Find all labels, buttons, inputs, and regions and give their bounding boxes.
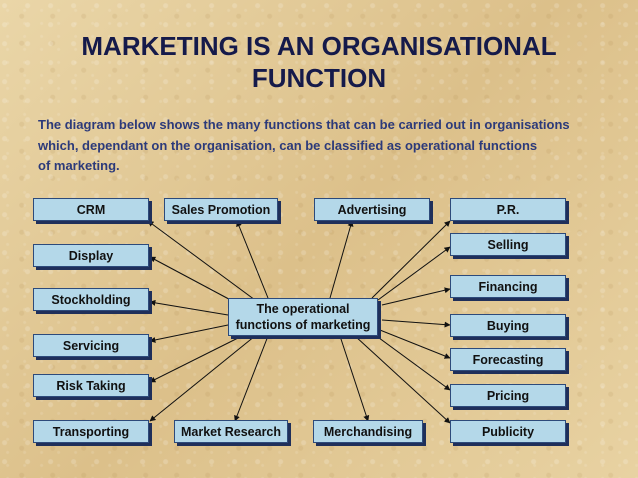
box-market-research: Market Research: [174, 420, 288, 443]
arrow-to-buying: [381, 319, 451, 328]
arrow-to-sales-promotion: [236, 220, 269, 299]
box-risk-taking: Risk Taking: [33, 374, 149, 397]
box-publicity: Publicity: [450, 420, 566, 443]
arrow-to-financing: [381, 287, 451, 306]
arrow-to-forecasting: [379, 329, 451, 359]
center-line-1: The operational: [256, 302, 350, 316]
box-selling: Selling: [450, 233, 566, 256]
box-pricing: Pricing: [450, 384, 566, 407]
arrow-to-advertising: [329, 220, 354, 299]
box-crm: CRM: [33, 198, 149, 221]
box-transporting: Transporting: [33, 420, 149, 443]
arrow-to-publicity: [354, 335, 451, 424]
arrow-to-pricing: [374, 334, 451, 391]
arrow-to-pr: [371, 220, 451, 299]
arrow-to-servicing: [149, 324, 229, 343]
box-display: Display: [33, 244, 149, 267]
box-advertising: Advertising: [314, 198, 430, 221]
box-buying: Buying: [450, 314, 566, 337]
center-line-2: functions of marketing: [235, 318, 371, 332]
arrow-to-transporting: [149, 335, 256, 422]
arrow-to-risk-taking: [149, 335, 243, 383]
box-forecasting: Forecasting: [450, 348, 566, 371]
title-line-1: MARKETING IS AN ORGANISATIONAL: [81, 31, 557, 61]
arrow-to-merchandising: [339, 335, 370, 422]
title-line-2: FUNCTION: [251, 63, 387, 93]
arrow-to-display: [149, 256, 241, 306]
box-sales-promotion: Sales Promotion: [164, 198, 278, 221]
arrow-to-selling: [377, 246, 451, 301]
box-center-operational-functions: The operational functions of marketing: [228, 298, 378, 336]
intro-paragraph: The diagram below shows the many functio…: [38, 117, 570, 173]
arrow-to-market-research: [234, 335, 269, 422]
page-title: MARKETING IS AN ORGANISATIONAL FUNCTION: [0, 30, 638, 94]
box-stockholding: Stockholding: [33, 288, 149, 311]
arrow-to-stockholding: [149, 299, 229, 316]
box-financing: Financing: [450, 275, 566, 298]
box-merchandising: Merchandising: [313, 420, 423, 443]
box-servicing: Servicing: [33, 334, 149, 357]
box-pr: P.R.: [450, 198, 566, 221]
arrow-to-crm: [147, 220, 256, 301]
